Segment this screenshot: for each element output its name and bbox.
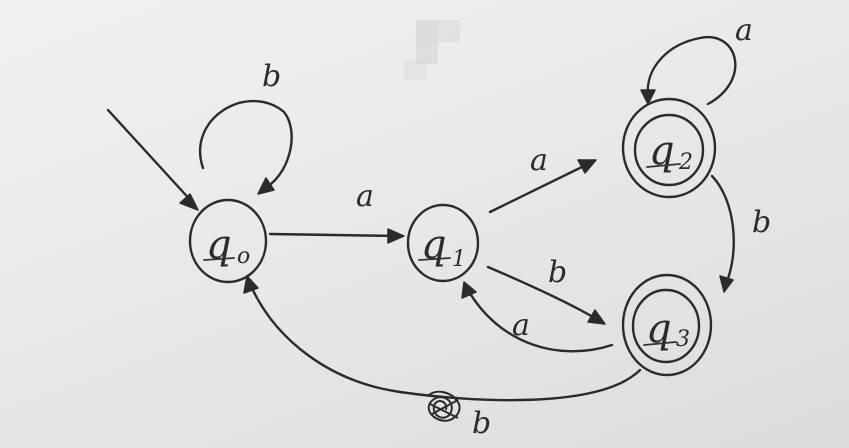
state-q2: q 2 [621,97,717,199]
state-q3-subscript: 3 [676,327,690,352]
state-q1: q 1 [406,203,480,283]
transition-q0-q0-label: b [262,59,281,94]
state-q0-letter: q [206,222,232,268]
state-q1-subscript: 1 [452,247,466,272]
transition-q2-q2-label: a [735,13,753,48]
scribble-mark [427,390,461,422]
start-arrow [106,108,199,211]
transition-q2-q3: b [710,174,771,293]
transition-q3-q0: b [243,275,642,441]
transition-q1-q3-label: b [548,255,567,290]
state-q1-letter: q [421,222,447,268]
transition-q0-q0: b [199,59,293,195]
state-q2-subscript: 2 [678,150,693,175]
transition-q1-q2-label: a [530,143,548,178]
state-q0-subscript: o [237,244,250,269]
state-q0: q o [188,198,268,284]
transition-q3-q1: a [461,281,614,353]
transition-q2-q2: a [640,13,753,106]
transition-q1-q2: a [488,143,597,214]
state-q3: q 3 [621,273,713,377]
transition-q2-q3-label: b [752,205,771,240]
transition-q1-q3: b [486,255,606,325]
redaction-patch [404,20,460,80]
transition-q3-q1-label: a [512,308,530,343]
transition-q0-q1-label: a [356,179,374,214]
transition-q3-q0-label: b [472,406,491,441]
transition-q0-q1: a [268,179,405,244]
